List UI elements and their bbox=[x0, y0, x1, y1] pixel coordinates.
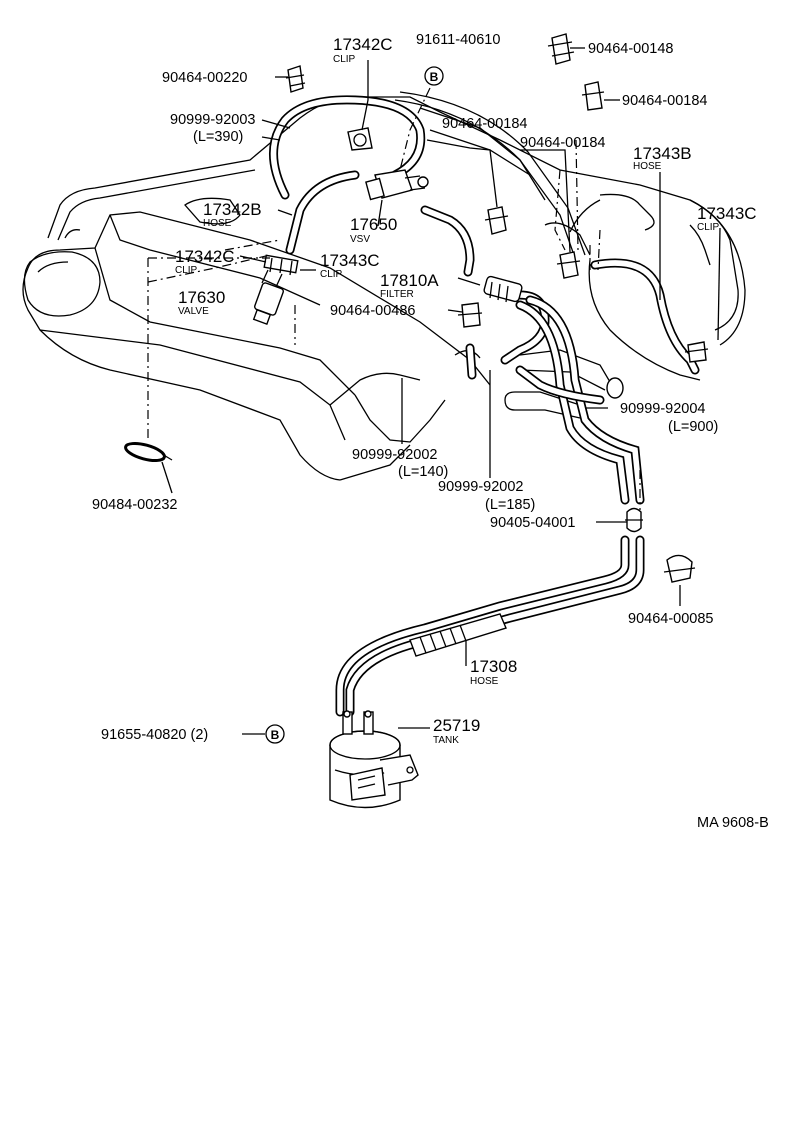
hoses bbox=[269, 91, 700, 717]
label-90464-00184-right: 90464-00184 bbox=[622, 93, 707, 109]
label-90999-92002-b: 90999-92002 bbox=[438, 479, 523, 495]
clip-90464-00148 bbox=[547, 33, 575, 65]
label-17343c-right-sub: CLIP bbox=[697, 222, 720, 233]
label-90999-92002-a-length: (L=140) bbox=[398, 464, 448, 480]
label-90999-92003: 90999-92003 bbox=[170, 112, 255, 128]
label-90999-92004-length: (L=900) bbox=[668, 419, 718, 435]
label-17342c-mid: 17342C bbox=[175, 247, 235, 266]
clip-17343c-right bbox=[684, 341, 709, 363]
label-17650-sub: VSV bbox=[350, 234, 370, 245]
ring-90484-00232 bbox=[124, 441, 173, 463]
label-17342c-top-sub: CLIP bbox=[333, 54, 356, 65]
label-90484-00232: 90484-00232 bbox=[92, 497, 177, 513]
label-17343b: 17343B bbox=[633, 144, 692, 163]
label-17342c-top: 17342C bbox=[333, 35, 393, 54]
label-17810a: 17810A bbox=[380, 271, 439, 290]
label-17343b-sub: HOSE bbox=[633, 161, 662, 172]
label-90464-00148: 90464-00148 bbox=[588, 41, 673, 57]
label-17342c-mid-sub: CLIP bbox=[175, 265, 198, 276]
vsv-17650 bbox=[365, 169, 429, 201]
label-17342b-sub: HOSE bbox=[203, 218, 232, 229]
label-25719: 25719 bbox=[433, 716, 480, 735]
clip-90464-00085 bbox=[663, 554, 696, 583]
components bbox=[124, 33, 709, 809]
label-17343c-mid-sub: CLIP bbox=[320, 269, 343, 280]
label-90464-00184-a: 90464-00184 bbox=[442, 116, 527, 132]
footer-code: MA 9608-B bbox=[697, 815, 769, 831]
label-90999-92002-a: 90999-92002 bbox=[352, 447, 437, 463]
label-90464-00184-b: 90464-00184 bbox=[520, 135, 605, 151]
reference-lines bbox=[147, 87, 641, 510]
label-25719-sub: TANK bbox=[433, 735, 459, 746]
label-17630: 17630 bbox=[178, 288, 225, 307]
label-17308: 17308 bbox=[470, 657, 517, 676]
connector-90405-04001 bbox=[625, 507, 643, 533]
filter-17810a bbox=[483, 275, 523, 303]
ref-b-text-top: B bbox=[430, 70, 439, 84]
clip-17342c-top bbox=[347, 127, 373, 151]
clip-17343c-mid bbox=[263, 254, 299, 276]
label-17343c-mid: 17343C bbox=[320, 251, 380, 270]
label-17630-sub: VALVE bbox=[178, 306, 209, 317]
label-90999-92003-length: (L=390) bbox=[193, 129, 243, 145]
label-90999-92004: 90999-92004 bbox=[620, 401, 705, 417]
clip-90464-00220 bbox=[285, 65, 306, 93]
label-91611-40610: 91611-40610 bbox=[416, 32, 500, 48]
label-91655-40820: 91655-40820 (2) bbox=[101, 727, 208, 743]
engine-body bbox=[22, 96, 746, 481]
part-labels: 91611-40610 17342C CLIP 90464-00220 9099… bbox=[92, 32, 769, 831]
valve-17630 bbox=[252, 269, 284, 325]
label-90999-92002-b-length: (L=185) bbox=[485, 497, 535, 513]
label-90405-04001: 90405-04001 bbox=[490, 515, 575, 531]
label-17810a-sub: FILTER bbox=[380, 289, 414, 300]
clip-90464-00184-top bbox=[581, 81, 605, 111]
label-17650: 17650 bbox=[350, 215, 397, 234]
leader-lines bbox=[161, 47, 721, 735]
label-17342b: 17342B bbox=[203, 200, 262, 219]
ref-mark-b-bottom: B bbox=[265, 724, 285, 744]
label-17308-sub: HOSE bbox=[470, 676, 499, 687]
ref-mark-b-top: B bbox=[424, 66, 444, 86]
label-90464-00220: 90464-00220 bbox=[162, 70, 247, 86]
label-17343c-right: 17343C bbox=[697, 204, 757, 223]
label-90464-00486: 90464-00486 bbox=[330, 303, 415, 319]
label-90464-00085: 90464-00085 bbox=[628, 611, 713, 627]
canister-tank-25719 bbox=[329, 710, 419, 809]
ref-b-text-bottom: B bbox=[271, 728, 280, 742]
clip-90464-00184-b bbox=[556, 251, 581, 279]
clip-90464-00184-a bbox=[484, 206, 509, 235]
clip-90464-00486 bbox=[457, 302, 483, 328]
